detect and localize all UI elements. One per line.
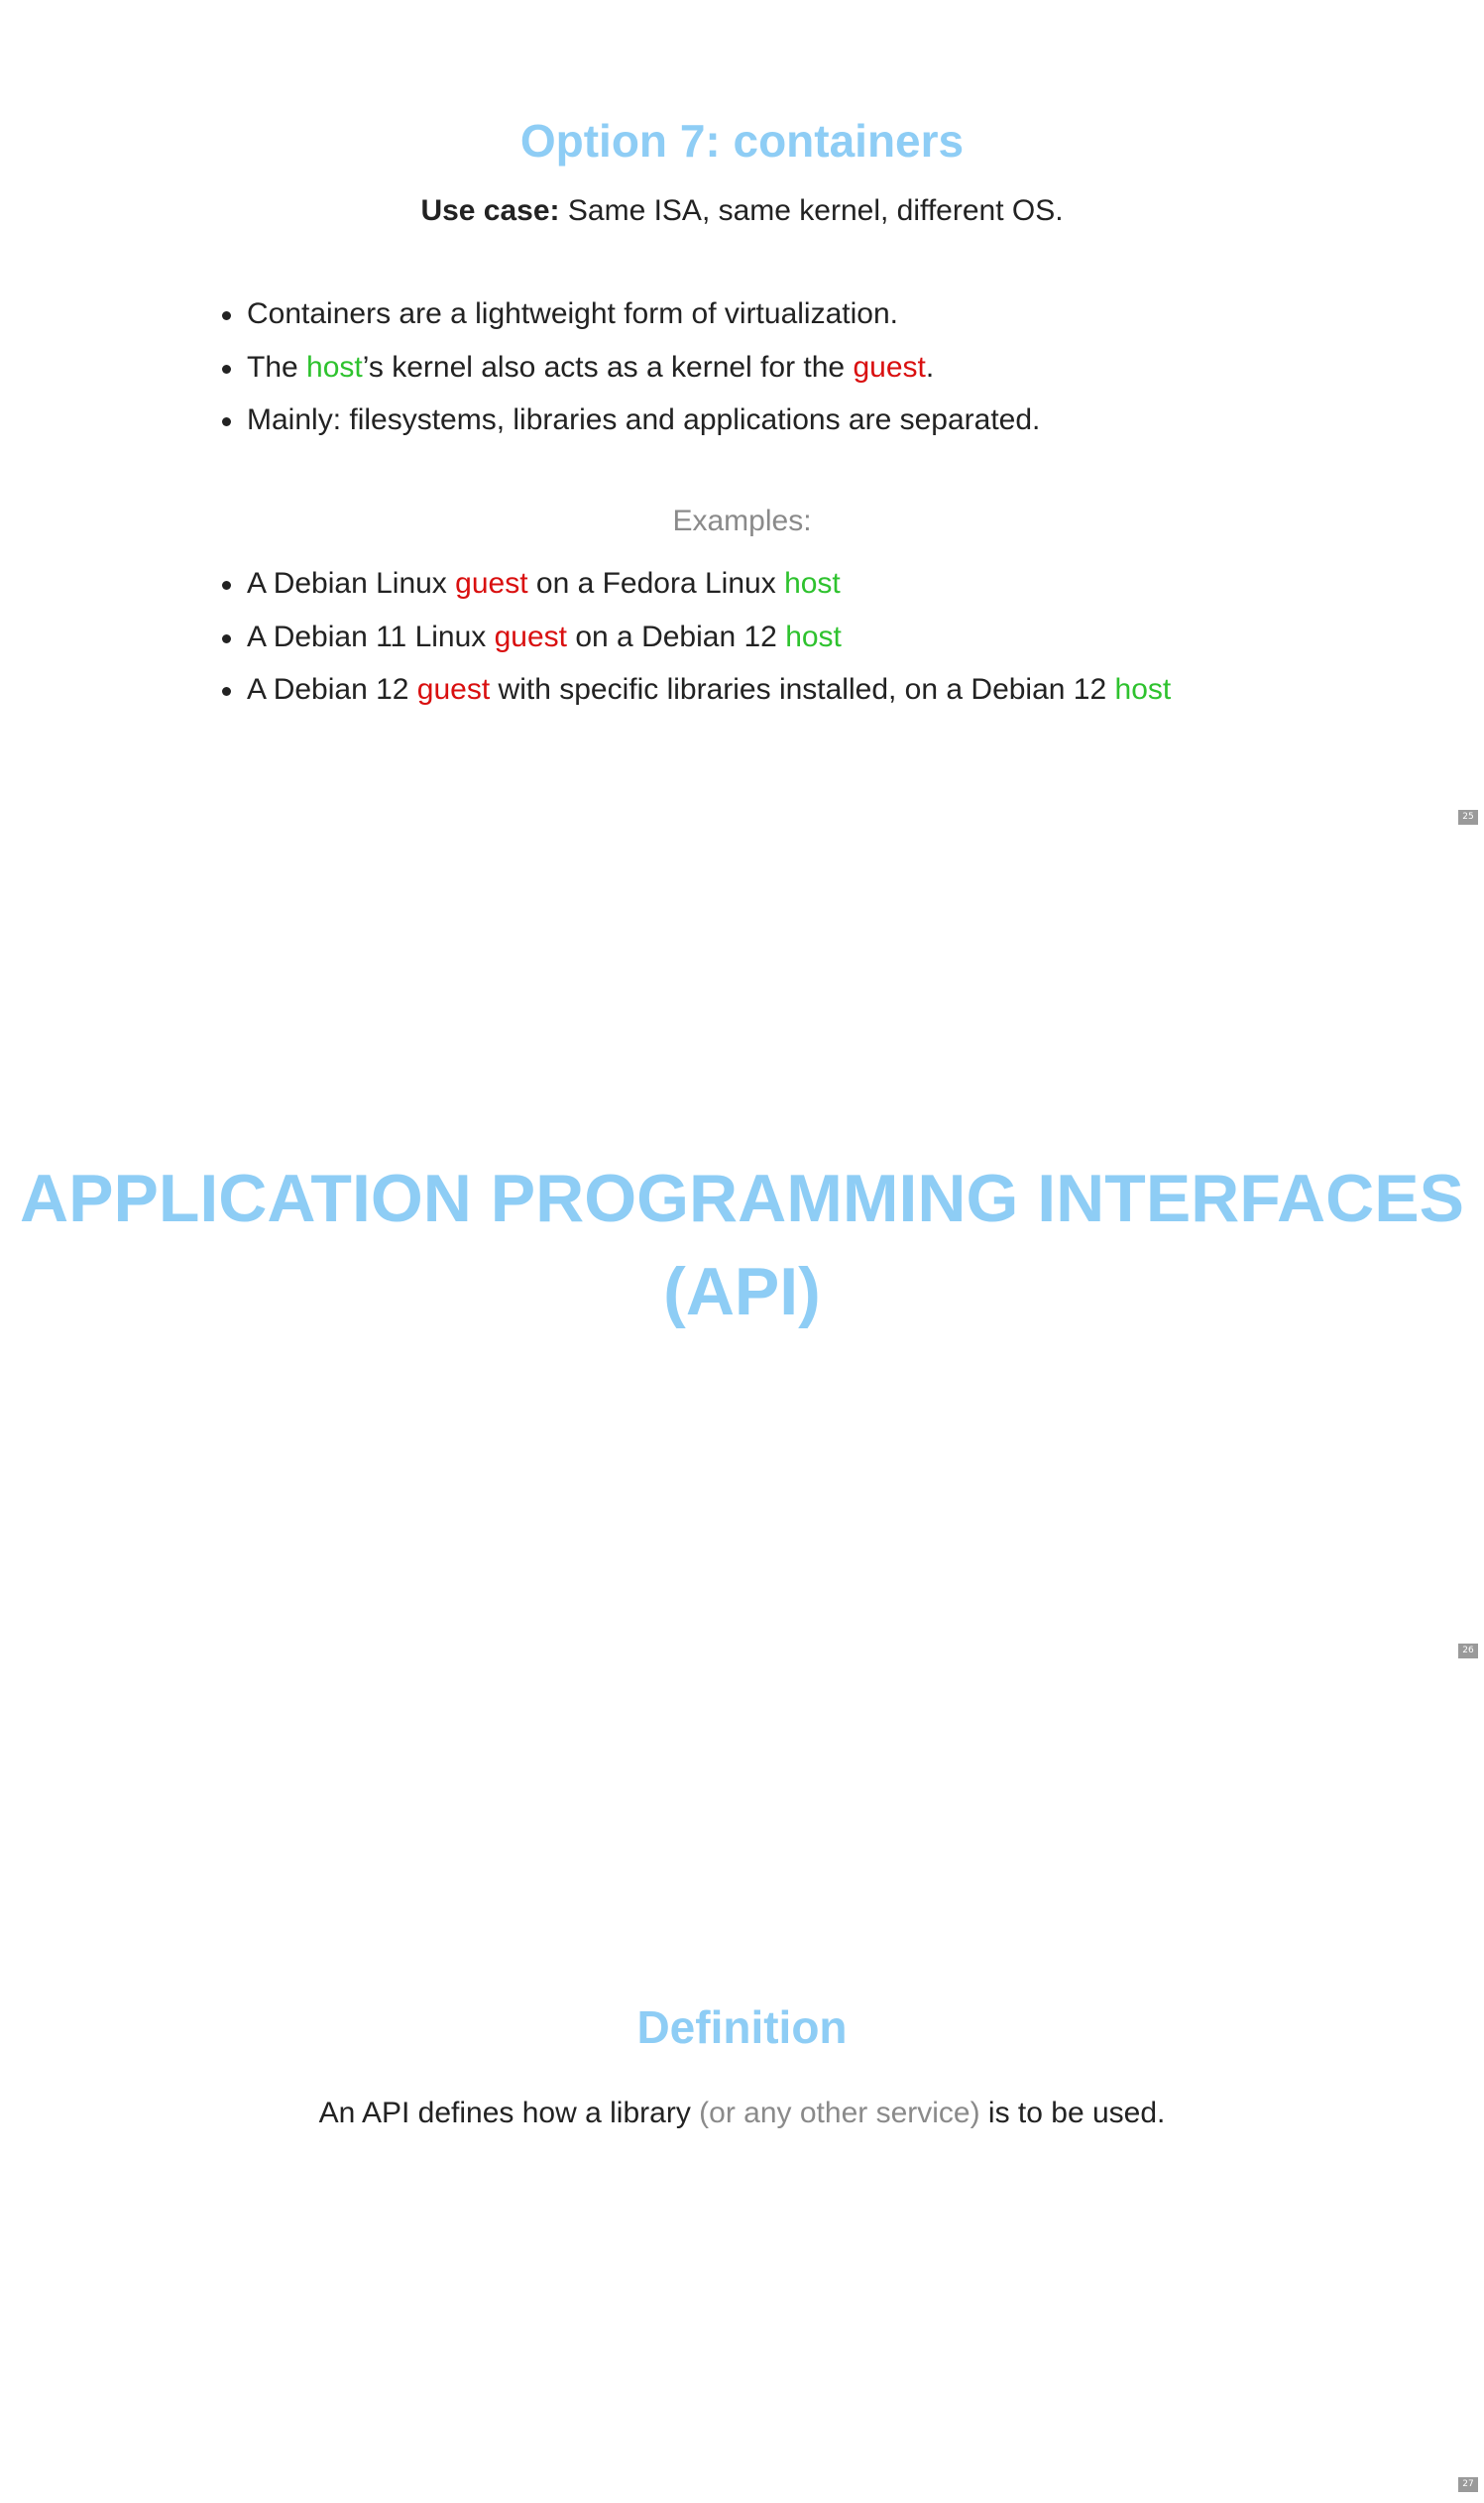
list-item-text: The [247, 350, 307, 384]
slide-definition: Definition An API defines how a library … [0, 1668, 1484, 2501]
definition-text-part: is to be used. [979, 2097, 1166, 2129]
slide-title: Definition [636, 2001, 848, 2053]
list-item: A Debian 12 guest with specific librarie… [218, 663, 1171, 717]
list-item-text: . [925, 350, 935, 384]
slide-title: Option 7: containers [519, 115, 965, 167]
definition-aside: (or any other service) [699, 2097, 980, 2129]
list-item: A Debian 11 Linux guest on a Debian 12 h… [218, 611, 1171, 664]
list-item-text: Mainly: filesystems, libraries and appli… [247, 403, 1041, 436]
use-case-line: Use case: Same ISA, same kernel, differe… [0, 191, 1484, 231]
list-item: Mainly: filesystems, libraries and appli… [218, 394, 1040, 447]
list-item-text: A Debian 12 [247, 673, 417, 706]
host-term: host [306, 350, 363, 384]
list-item-text: Containers are a lightweight form of vir… [247, 297, 898, 330]
list-item-text: on a Debian 12 [567, 620, 786, 653]
host-term: host [784, 567, 841, 600]
definition-text: An API defines how a library (or any oth… [0, 2094, 1484, 2133]
container-facts-list: Containers are a lightweight form of vir… [218, 287, 1040, 447]
list-item-text: on a Fedora Linux [527, 567, 785, 600]
examples-list: A Debian Linux guest on a Fedora Linux h… [218, 557, 1171, 717]
slide-section-api: APPLICATION PROGRAMMING INTERFACES(API) … [0, 835, 1484, 1667]
use-case-text: Same ISA, same kernel, different OS. [559, 194, 1064, 227]
examples-heading: Examples: [672, 505, 812, 537]
host-term: host [1114, 673, 1172, 706]
list-item-text: with specific libraries installed, on a … [490, 673, 1115, 706]
section-title-line: APPLICATION PROGRAMMING INTERFACES [20, 1161, 1464, 1236]
list-item-text: ’s kernel also acts as a kernel for the [362, 350, 854, 384]
use-case-label: Use case: [420, 194, 560, 227]
host-term: host [785, 620, 842, 653]
list-item: Containers are a lightweight form of vir… [218, 287, 1040, 341]
slide-containers: Option 7: containers Use case: Same ISA,… [0, 0, 1484, 833]
guest-term: guest [853, 350, 926, 384]
list-item: A Debian Linux guest on a Fedora Linux h… [218, 557, 1171, 611]
guest-term: guest [416, 673, 491, 706]
section-title-line: (API) [663, 1254, 821, 1329]
list-item: The host’s kernel also acts as a kernel … [218, 341, 1040, 395]
list-item-text: A Debian Linux [247, 567, 456, 600]
page-number: 25 [1458, 810, 1478, 825]
guest-term: guest [494, 620, 568, 653]
list-item-text: A Debian 11 Linux [247, 620, 495, 653]
guest-term: guest [455, 567, 528, 600]
section-title: APPLICATION PROGRAMMING INTERFACES (API) [0, 1152, 1484, 1338]
page-number: 27 [1458, 2477, 1478, 2492]
definition-text-part: An API defines how a library [318, 2097, 700, 2129]
page-number: 26 [1458, 1644, 1478, 1658]
